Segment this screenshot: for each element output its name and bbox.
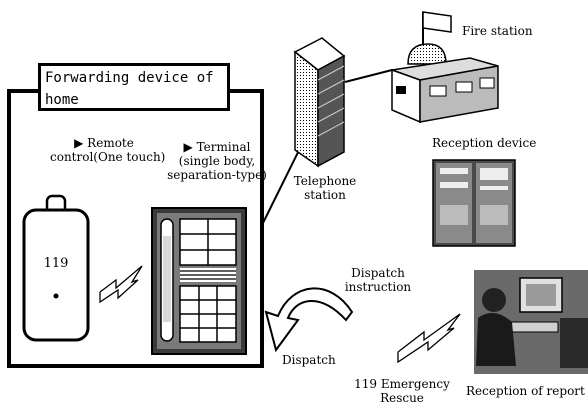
terminal-device-icon [151,207,247,355]
dispatch-label: Dispatch [282,353,336,367]
terminal-label-line1: ▶ Terminal [183,140,251,154]
remote-label-line2: control(One touch) [50,150,166,164]
reception-device-icon [432,159,516,247]
remote-screen-text: 119 [43,256,69,271]
remote-label: ▶ Remote control(One touch) [50,136,166,164]
dispatch-arrow-icon [264,287,354,353]
reception-device-label: Reception device [432,136,537,150]
telephone-station-label: Telephone station [290,174,360,202]
dispatch-instruction-label: Dispatch instruction [330,266,426,294]
home-device-title: Forwarding device of home [38,63,230,111]
remote-control-icon [22,194,90,342]
terminal-label-line2: (single body, [178,154,256,168]
emergency-label: 119 Emergency Rescue [350,377,454,405]
fire-station-icon [391,11,499,124]
telephone-station-icon [293,37,346,168]
home-device-title-line1: Forwarding device of [45,70,214,86]
terminal-label-line3: separation-type) [167,168,267,182]
dispatch-instruction-label-line2: instruction [344,280,412,294]
reception-of-report-icon [474,270,588,374]
dispatch-instruction-label-line1: Dispatch [351,266,405,280]
emergency-label-line1: 119 Emergency [354,377,450,391]
telephone-station-label-line1: Telephone [293,174,357,188]
wireless-signal-icon [99,265,143,304]
home-device-title-line2: home [45,92,79,108]
emergency-label-line2: Rescue [380,391,424,405]
terminal-label: ▶ Terminal (single body, separation-type… [162,140,272,182]
telephone-station-label-line2: station [304,188,346,202]
remote-label-line1: ▶ Remote [74,136,134,150]
fire-station-label: Fire station [462,24,533,38]
reception-of-report-label: Reception of report [466,384,585,398]
wireless-signal-icon [397,313,461,364]
telephone-to-fire-station-line [344,69,393,83]
